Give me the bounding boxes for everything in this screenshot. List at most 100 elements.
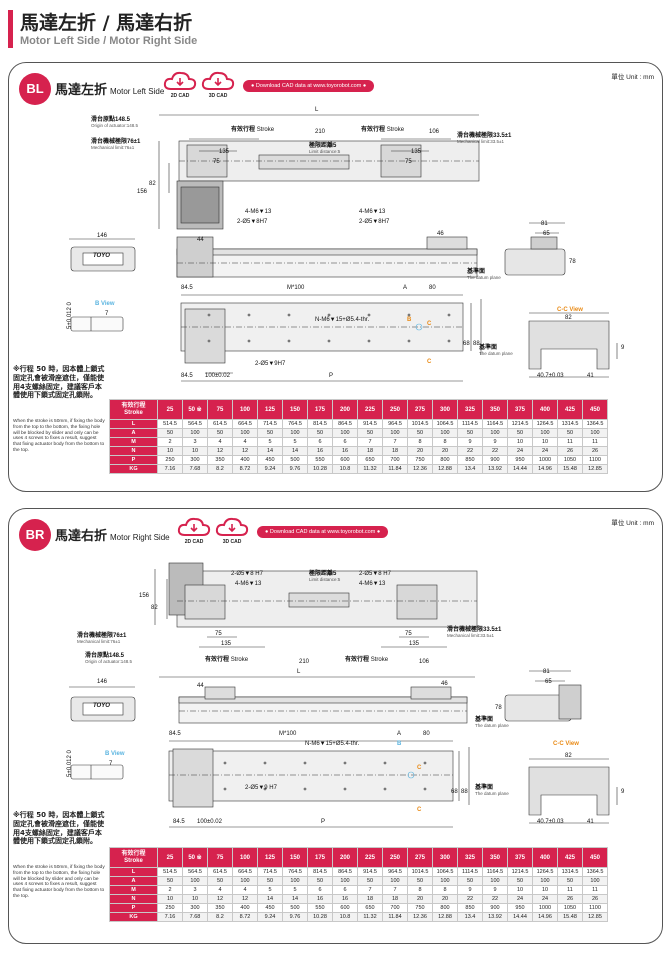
stroke-header-zh: 有效行程 xyxy=(121,402,146,409)
spec-cell: 8 xyxy=(407,437,433,447)
stroke-col: 225 xyxy=(357,847,383,868)
spec-row-label: N xyxy=(109,894,158,904)
pin-label-right: 2-Ø5▼8H7 xyxy=(359,219,390,225)
spec-cell: 12 xyxy=(232,894,258,904)
spec-cell: 12 xyxy=(232,446,258,456)
spec-row-label: A xyxy=(109,428,158,438)
stroke-col: 125 xyxy=(257,399,283,420)
spec-cell: 450 xyxy=(257,903,283,913)
download-cad-link[interactable]: ● Download CAD data at www.toyorobot.com… xyxy=(257,526,389,538)
section-badge: BL xyxy=(19,73,51,105)
dim-46: 46 xyxy=(437,231,444,237)
stroke-col: 325 xyxy=(457,399,483,420)
page-subtitle: Motor Left Side / Motor Right Side xyxy=(20,35,198,47)
stroke-zh: 有效行程 xyxy=(231,127,256,133)
spec-cell: 7.68 xyxy=(182,464,208,474)
spec-cell: 50 xyxy=(457,428,483,438)
spec-cell: 850 xyxy=(457,903,483,913)
stroke-col: 100 xyxy=(232,847,258,868)
dim-41: 41 xyxy=(587,819,594,825)
spec-cell: 50 xyxy=(357,428,383,438)
stroke-zh: 有效行程 xyxy=(205,657,230,663)
spec-cell: 6 xyxy=(332,885,358,895)
download-cad-link[interactable]: ● Download CAD data at www.toyorobot.com… xyxy=(243,80,375,92)
cad-2d-download[interactable]: 2D CAD xyxy=(177,515,211,549)
spec-cell: 12 xyxy=(207,446,233,456)
spec-cell: 100 xyxy=(282,428,308,438)
spec-cell: 100 xyxy=(332,876,358,886)
stroke-col: 325 xyxy=(457,847,483,868)
dim-81: 81 xyxy=(541,221,548,227)
dim-75-right: 75 xyxy=(405,631,412,637)
stroke-col: 300 xyxy=(432,399,458,420)
dim-146: 146 xyxy=(97,679,108,685)
spec-cell: 7 xyxy=(357,437,383,447)
stroke-note-zh: ※行程 50 時，因本體上鎖式固定孔會被滑座遮住，僅能使用4支螺絲固定，建議客戶… xyxy=(13,811,105,846)
datum-zh: 基準面 xyxy=(467,269,486,275)
spec-cell: 5 xyxy=(257,885,283,895)
page-title: 馬達左折 / 馬達右折 xyxy=(20,12,193,34)
spec-cell: 50 xyxy=(307,428,333,438)
origin-en: Origin of actuator:148.5 xyxy=(85,658,133,664)
spec-cell: 6 xyxy=(332,437,358,447)
spec-cell: 7.16 xyxy=(157,464,183,474)
origin-zh: 滑台原點148.5 xyxy=(85,653,125,659)
spec-cell: 2 xyxy=(157,885,183,895)
section-title-zh: 馬達左折 xyxy=(55,83,108,98)
spec-cell: 350 xyxy=(207,455,233,465)
dim-65: 65 xyxy=(543,231,550,237)
spec-cell: 14.96 xyxy=(532,912,558,922)
spec-row-label: L xyxy=(109,419,158,429)
spec-cell: 9 xyxy=(482,885,508,895)
dim-82: 82 xyxy=(151,605,158,611)
mech-en: Mechanical limit:76±1 xyxy=(91,144,135,150)
spec-cell: 750 xyxy=(407,903,433,913)
dim-100-tol: 100±0.02 xyxy=(205,373,230,379)
spec-row-label: N xyxy=(109,446,158,456)
stroke-col: 375 xyxy=(507,399,533,420)
spec-cell: 11 xyxy=(557,437,583,447)
spec-cell: 964.5 xyxy=(382,867,408,877)
dim-75-right: 75 xyxy=(405,159,412,165)
spec-cell: 1164.5 xyxy=(482,867,508,877)
stroke-col: 50 ※ xyxy=(182,847,208,868)
cad-2d-download[interactable]: 2D CAD xyxy=(163,69,197,103)
spec-cell: 22 xyxy=(457,446,483,456)
pin-label-left: 2-Ø5▼8 H7 xyxy=(231,571,263,577)
tap-label-right: 4-M6▼13 xyxy=(359,581,386,587)
spec-row-label: M xyxy=(109,885,158,895)
dim-135-right: 135 xyxy=(409,641,420,647)
spec-cell: 24 xyxy=(532,446,558,456)
stroke-col: 175 xyxy=(307,847,333,868)
stroke-col: 275 xyxy=(407,847,433,868)
nm6-label: N-M6▼15+Ø5.4-thr. xyxy=(315,317,370,323)
stroke-zh: 有效行程 xyxy=(361,127,386,133)
spec-cell: 950 xyxy=(507,455,533,465)
dim-106: 106 xyxy=(429,129,440,135)
spec-cell: 11 xyxy=(582,885,608,895)
cad-3d-download[interactable]: 3D CAD xyxy=(215,515,249,549)
stroke-col: 100 xyxy=(232,399,258,420)
stroke-col: 75 xyxy=(207,847,233,868)
spec-cell: 7.68 xyxy=(182,912,208,922)
stroke-col: 175 xyxy=(307,399,333,420)
spec-cell: 1100 xyxy=(582,903,608,913)
spec-cell: 24 xyxy=(532,894,558,904)
spec-cell: 50 xyxy=(407,876,433,886)
origin-en: Origin of actuator:148.5 xyxy=(91,122,139,128)
stroke-col: 350 xyxy=(482,399,508,420)
marker-C-bottom: C xyxy=(427,359,432,365)
toyo-logo: TOYO xyxy=(93,253,110,259)
cad-3d-download[interactable]: 3D CAD xyxy=(201,69,235,103)
spec-cell: 9 xyxy=(457,437,483,447)
